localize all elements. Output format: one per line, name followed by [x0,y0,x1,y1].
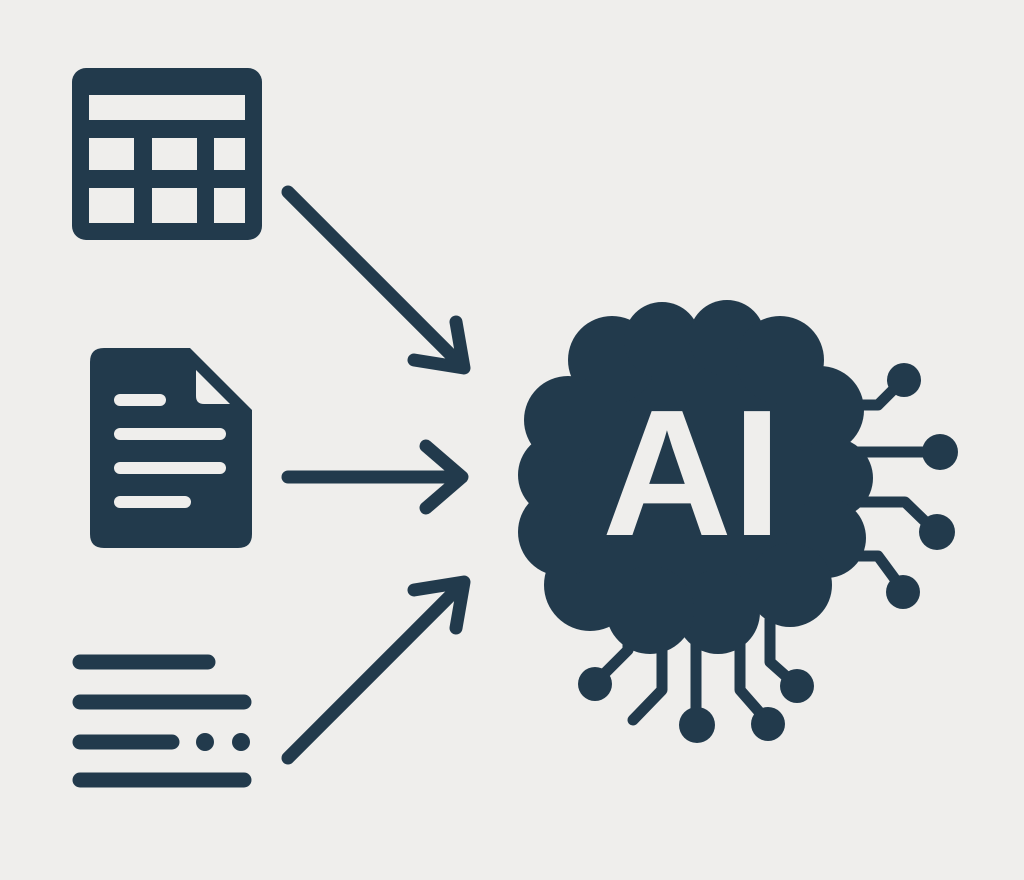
ai-label: AI [602,373,782,574]
arrow-table-to-ai [281,185,471,375]
circuit-nodes [578,363,958,743]
brain-icon [518,300,873,654]
table-icon [72,68,262,240]
arrow-text-to-ai [281,575,471,765]
arrow-document-to-ai [281,439,469,515]
text-lines-icon [72,654,252,788]
document-icon [90,348,252,548]
